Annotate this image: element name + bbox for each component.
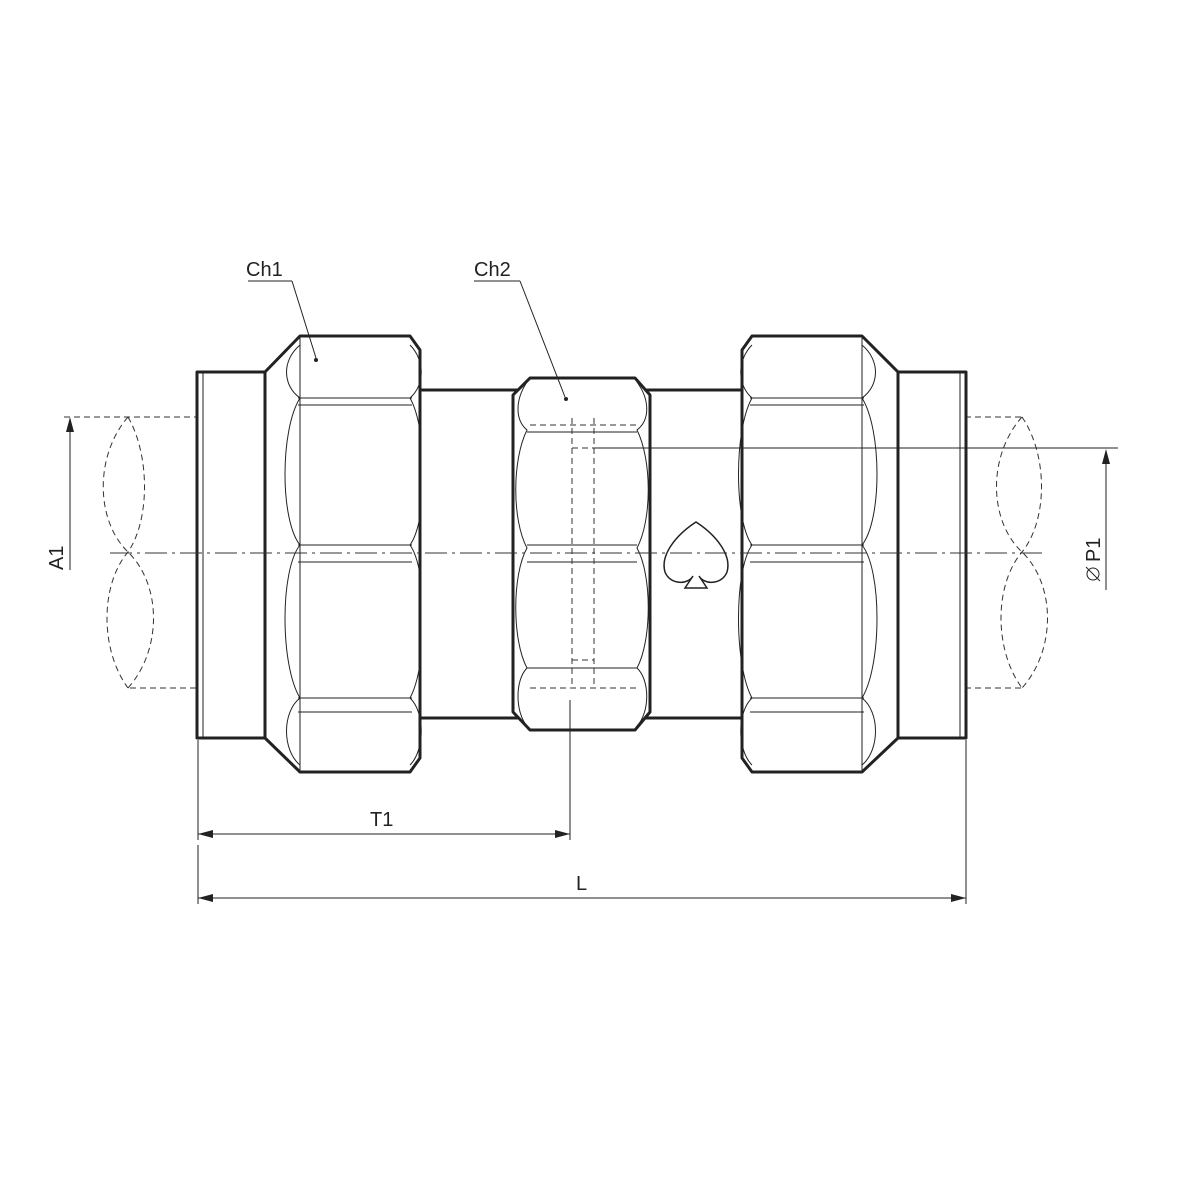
right-pipe [965,416,1048,689]
left-body-collar [195,370,267,740]
label-ch1: Ch1 [246,259,283,281]
leader-ch1: Ch1 [246,259,318,362]
label-l: L [576,873,587,895]
left-pipe [64,416,200,689]
middle-hex-ch2 [511,376,652,732]
right-nut [738,334,900,774]
label-ch2: Ch2 [474,259,511,281]
label-t1: T1 [370,809,393,831]
right-body-collar [896,370,968,740]
diameter-symbol [1086,567,1100,581]
label-a1: A1 [46,546,68,570]
dimension-l: L [197,740,967,904]
dimension-t1: T1 [197,700,571,840]
left-nut-ch1 [263,334,424,774]
label-p1: P1 [1083,538,1105,562]
dimension-a1: A1 [46,417,74,570]
spade-logo-icon [663,521,729,589]
dimension-p1: P1 [594,447,1118,590]
leader-ch2: Ch2 [474,259,568,401]
